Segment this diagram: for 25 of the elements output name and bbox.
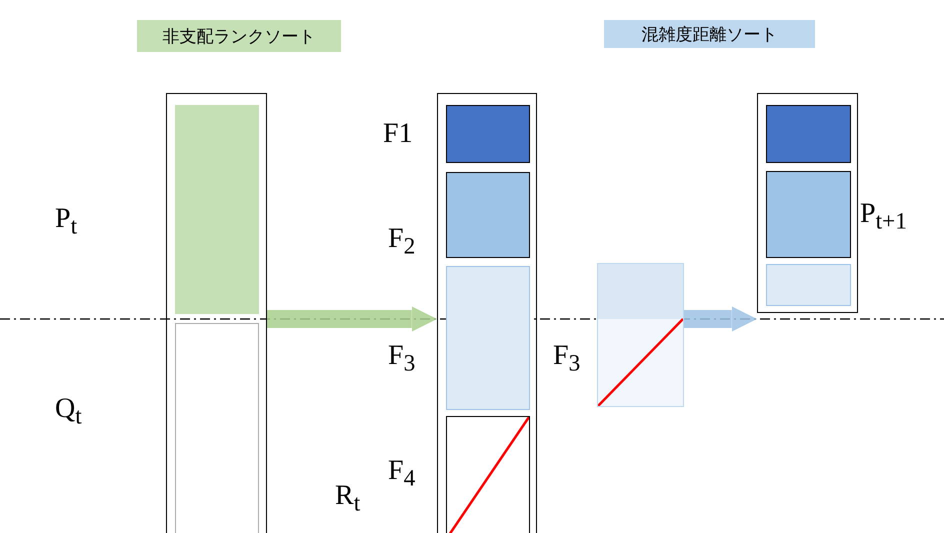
set-label: P$_{t}$ bbox=[55, 205, 78, 239]
front-rectangle bbox=[766, 264, 851, 306]
population-column bbox=[437, 93, 537, 533]
block-arrow bbox=[684, 306, 757, 332]
front-rectangle bbox=[446, 266, 530, 410]
population-column bbox=[166, 93, 267, 533]
block-arrow bbox=[267, 306, 437, 332]
set-label: Q$_{t}$ bbox=[55, 395, 82, 429]
set-label: F1 bbox=[383, 120, 413, 148]
front-rectangle bbox=[446, 172, 530, 258]
front-rectangle bbox=[766, 105, 851, 163]
set-label: F$_{3}$ bbox=[388, 342, 416, 376]
front-rectangle bbox=[446, 105, 530, 163]
front-rectangle bbox=[597, 263, 684, 407]
front-rectangle bbox=[175, 323, 259, 533]
set-label: F$_{3}$ bbox=[553, 342, 580, 376]
set-label: P$_{t+1}$ bbox=[860, 200, 907, 234]
set-label: F$_{2}$ bbox=[388, 225, 416, 259]
heading-label: 非支配ランクソート bbox=[137, 20, 341, 52]
front-rectangle bbox=[175, 105, 259, 314]
population-column bbox=[757, 93, 858, 313]
set-label: F$_{4}$ bbox=[388, 457, 416, 491]
heading-label: 混雑度距離ソート bbox=[604, 20, 815, 48]
set-label: R$_{t}$ bbox=[335, 482, 360, 516]
front-rectangle bbox=[766, 171, 851, 258]
